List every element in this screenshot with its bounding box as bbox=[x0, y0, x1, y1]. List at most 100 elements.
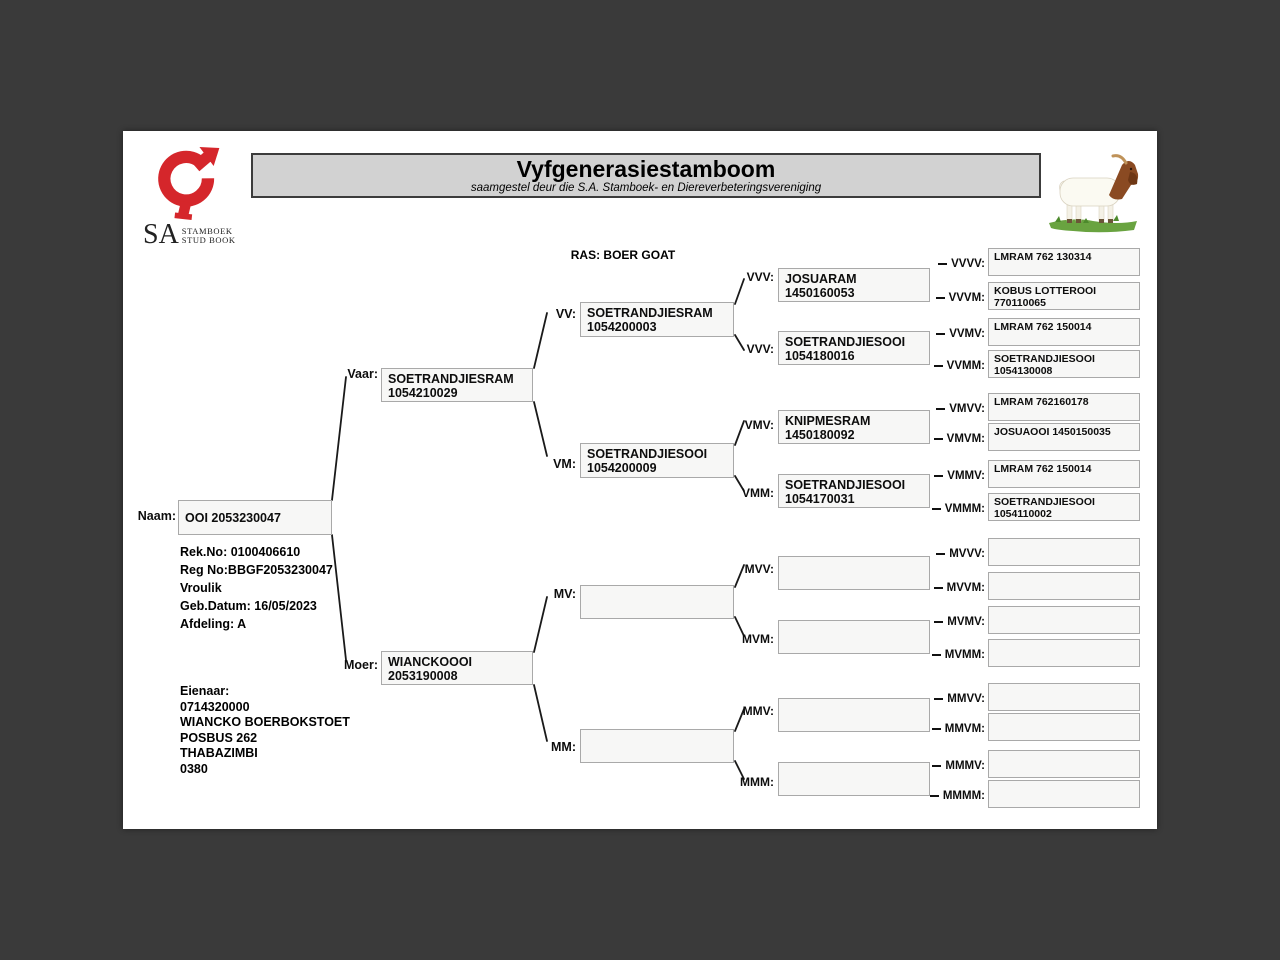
animal-name: SOETRANDJIESOOI bbox=[785, 478, 906, 492]
label-vvv: VVV: bbox=[746, 270, 774, 284]
connector-dash bbox=[931, 654, 941, 656]
box-vvvm: KOBUS LOTTEROOI 770110065 bbox=[988, 282, 1140, 310]
label-text: MVVM: bbox=[946, 582, 985, 594]
connector-dash bbox=[934, 621, 944, 623]
animal-number: 1054180016 bbox=[785, 349, 855, 363]
connector-dash bbox=[936, 408, 946, 410]
animal-name: KNIPMESRAM bbox=[785, 414, 871, 428]
animal-name: SOETRANDJIESRAM bbox=[388, 372, 514, 386]
box-vmvv: LMRAM 762160178 bbox=[988, 393, 1140, 421]
label-text: VMMM: bbox=[944, 503, 985, 515]
connector-dash bbox=[931, 728, 941, 730]
label-mvmv: MVMV: bbox=[891, 616, 985, 628]
connector-vm-vmv bbox=[734, 420, 745, 446]
box-mmmm bbox=[988, 780, 1140, 808]
connector-vv-vvv bbox=[734, 278, 745, 305]
label-mmvm: MMVM: bbox=[891, 723, 985, 735]
owner-name: WIANCKO BOERBOKSTOET bbox=[180, 715, 350, 729]
connector-mm-mmv bbox=[734, 708, 745, 732]
connector-naam-vaar bbox=[331, 376, 347, 501]
box-vvvv: LMRAM 762 130314 bbox=[988, 248, 1140, 276]
box-mmv bbox=[778, 698, 930, 732]
sa-studbook-logo-icon bbox=[158, 147, 220, 221]
label-mmv: MMV: bbox=[742, 704, 774, 718]
owner-phone: 0714320000 bbox=[180, 699, 250, 714]
owner-heading: Eienaar: bbox=[180, 684, 230, 698]
detail-rekno: Rek.No: 0100406610 bbox=[180, 545, 301, 559]
logo-line2: STUD BOOK bbox=[181, 235, 236, 245]
title-bar: Vyfgenerasiestamboom saamgestel deur die… bbox=[251, 153, 1041, 198]
label-mmmv: MMMV: bbox=[891, 760, 985, 772]
animal-name: LMRAM 762 130314 bbox=[994, 251, 1092, 263]
box-mmvv bbox=[988, 683, 1140, 711]
logo-text: SA STAMBOEK STUD BOOK bbox=[143, 221, 253, 249]
box-vmvm: JOSUAOOI 1450150035 bbox=[988, 423, 1140, 451]
box-mv bbox=[580, 585, 734, 619]
label-vvmm: VVMM: bbox=[891, 360, 985, 372]
detail-regno: Reg No:BBGF2053230047 bbox=[180, 563, 333, 577]
connector-vaar-vv bbox=[533, 312, 548, 369]
connector-moer-mm bbox=[533, 684, 548, 742]
label-mm: MM: bbox=[551, 740, 576, 754]
animal-name: KOBUS LOTTEROOI bbox=[994, 285, 1097, 297]
box-vvmm: SOETRANDJIESOOI 1054130008 bbox=[988, 350, 1140, 378]
connector-dash bbox=[936, 553, 946, 555]
connector-dash bbox=[933, 438, 943, 440]
label-vaar: Vaar: bbox=[347, 367, 378, 381]
animal-number: 1450180092 bbox=[785, 428, 855, 442]
label-mvmm: MVMM: bbox=[891, 649, 985, 661]
label-text: VMVV: bbox=[949, 403, 985, 415]
animal-name: JOSUARAM bbox=[785, 272, 857, 286]
label-text: MMMM: bbox=[942, 790, 985, 802]
label-vmv: VMV: bbox=[744, 418, 774, 432]
box-mvvm bbox=[988, 572, 1140, 600]
owner-address1: POSBUS 262 bbox=[180, 730, 258, 745]
label-vmmv: VMMV: bbox=[891, 470, 985, 482]
connector-dash bbox=[931, 508, 941, 510]
logo-line1: STAMBOEK bbox=[181, 226, 233, 236]
label-mmm: MMM: bbox=[740, 775, 774, 789]
connector-dash bbox=[932, 765, 942, 767]
box-mvm bbox=[778, 620, 930, 654]
animal-number: 1054110002 bbox=[994, 507, 1052, 520]
animal-name: SOETRANDJIESOOI bbox=[994, 353, 1095, 365]
animal-name: SOETRANDJIESOOI bbox=[587, 447, 708, 461]
animal-name: SOETRANDJIESOOI bbox=[785, 335, 906, 349]
subject-name: OOI 2053230047 bbox=[185, 511, 281, 525]
detail-birthdate: Geb.Datum: 16/05/2023 bbox=[180, 599, 317, 613]
animal-name: SOETRANDJIESRAM bbox=[587, 306, 713, 320]
detail-section: Afdeling: A bbox=[180, 617, 247, 631]
connector-dash bbox=[929, 795, 939, 797]
naam-label: Naam: bbox=[137, 509, 176, 523]
subject-details: Rek.No: 0100406610 Reg No:BBGF2053230047… bbox=[180, 543, 333, 633]
connector-vm-vmm bbox=[734, 475, 745, 492]
box-vvv: JOSUARAM 1450160053 bbox=[778, 268, 930, 302]
animal-number: 1054130008 bbox=[994, 364, 1053, 377]
label-text: VVMV: bbox=[949, 328, 985, 340]
box-mmm bbox=[778, 762, 930, 796]
label-text: MMVV: bbox=[947, 693, 985, 705]
label-text: VVVV: bbox=[951, 258, 985, 270]
animal-number: 1054200009 bbox=[587, 461, 657, 475]
connector-dash bbox=[933, 365, 943, 367]
animal-number: 1450160053 bbox=[785, 286, 855, 300]
box-mmvm bbox=[988, 713, 1140, 741]
animal-name: LMRAM 762160178 bbox=[994, 396, 1089, 408]
label-vm: VM: bbox=[553, 457, 576, 471]
box-vmv: KNIPMESRAM 1450180092 bbox=[778, 410, 930, 444]
box-mvv bbox=[778, 556, 930, 590]
boer-goat-illustration bbox=[1049, 154, 1139, 233]
label-text: MMVM: bbox=[944, 723, 985, 735]
label-text: MVMM: bbox=[944, 649, 985, 661]
animal-name: LMRAM 762 150014 bbox=[994, 321, 1092, 333]
animal-name: SOETRANDJIESOOI bbox=[994, 496, 1095, 508]
connector-naam-moer bbox=[331, 534, 347, 661]
label-moer: Moer: bbox=[343, 658, 378, 672]
label-vmvm: VMVM: bbox=[891, 433, 985, 445]
animal-number: 1054210029 bbox=[388, 386, 458, 400]
connector-dash bbox=[936, 333, 946, 335]
box-mvmv bbox=[988, 606, 1140, 634]
label-mvv: MVV: bbox=[744, 562, 774, 576]
box-vmm: SOETRANDJIESOOI 1054170031 bbox=[778, 474, 930, 508]
label-text: MVMV: bbox=[947, 616, 985, 628]
